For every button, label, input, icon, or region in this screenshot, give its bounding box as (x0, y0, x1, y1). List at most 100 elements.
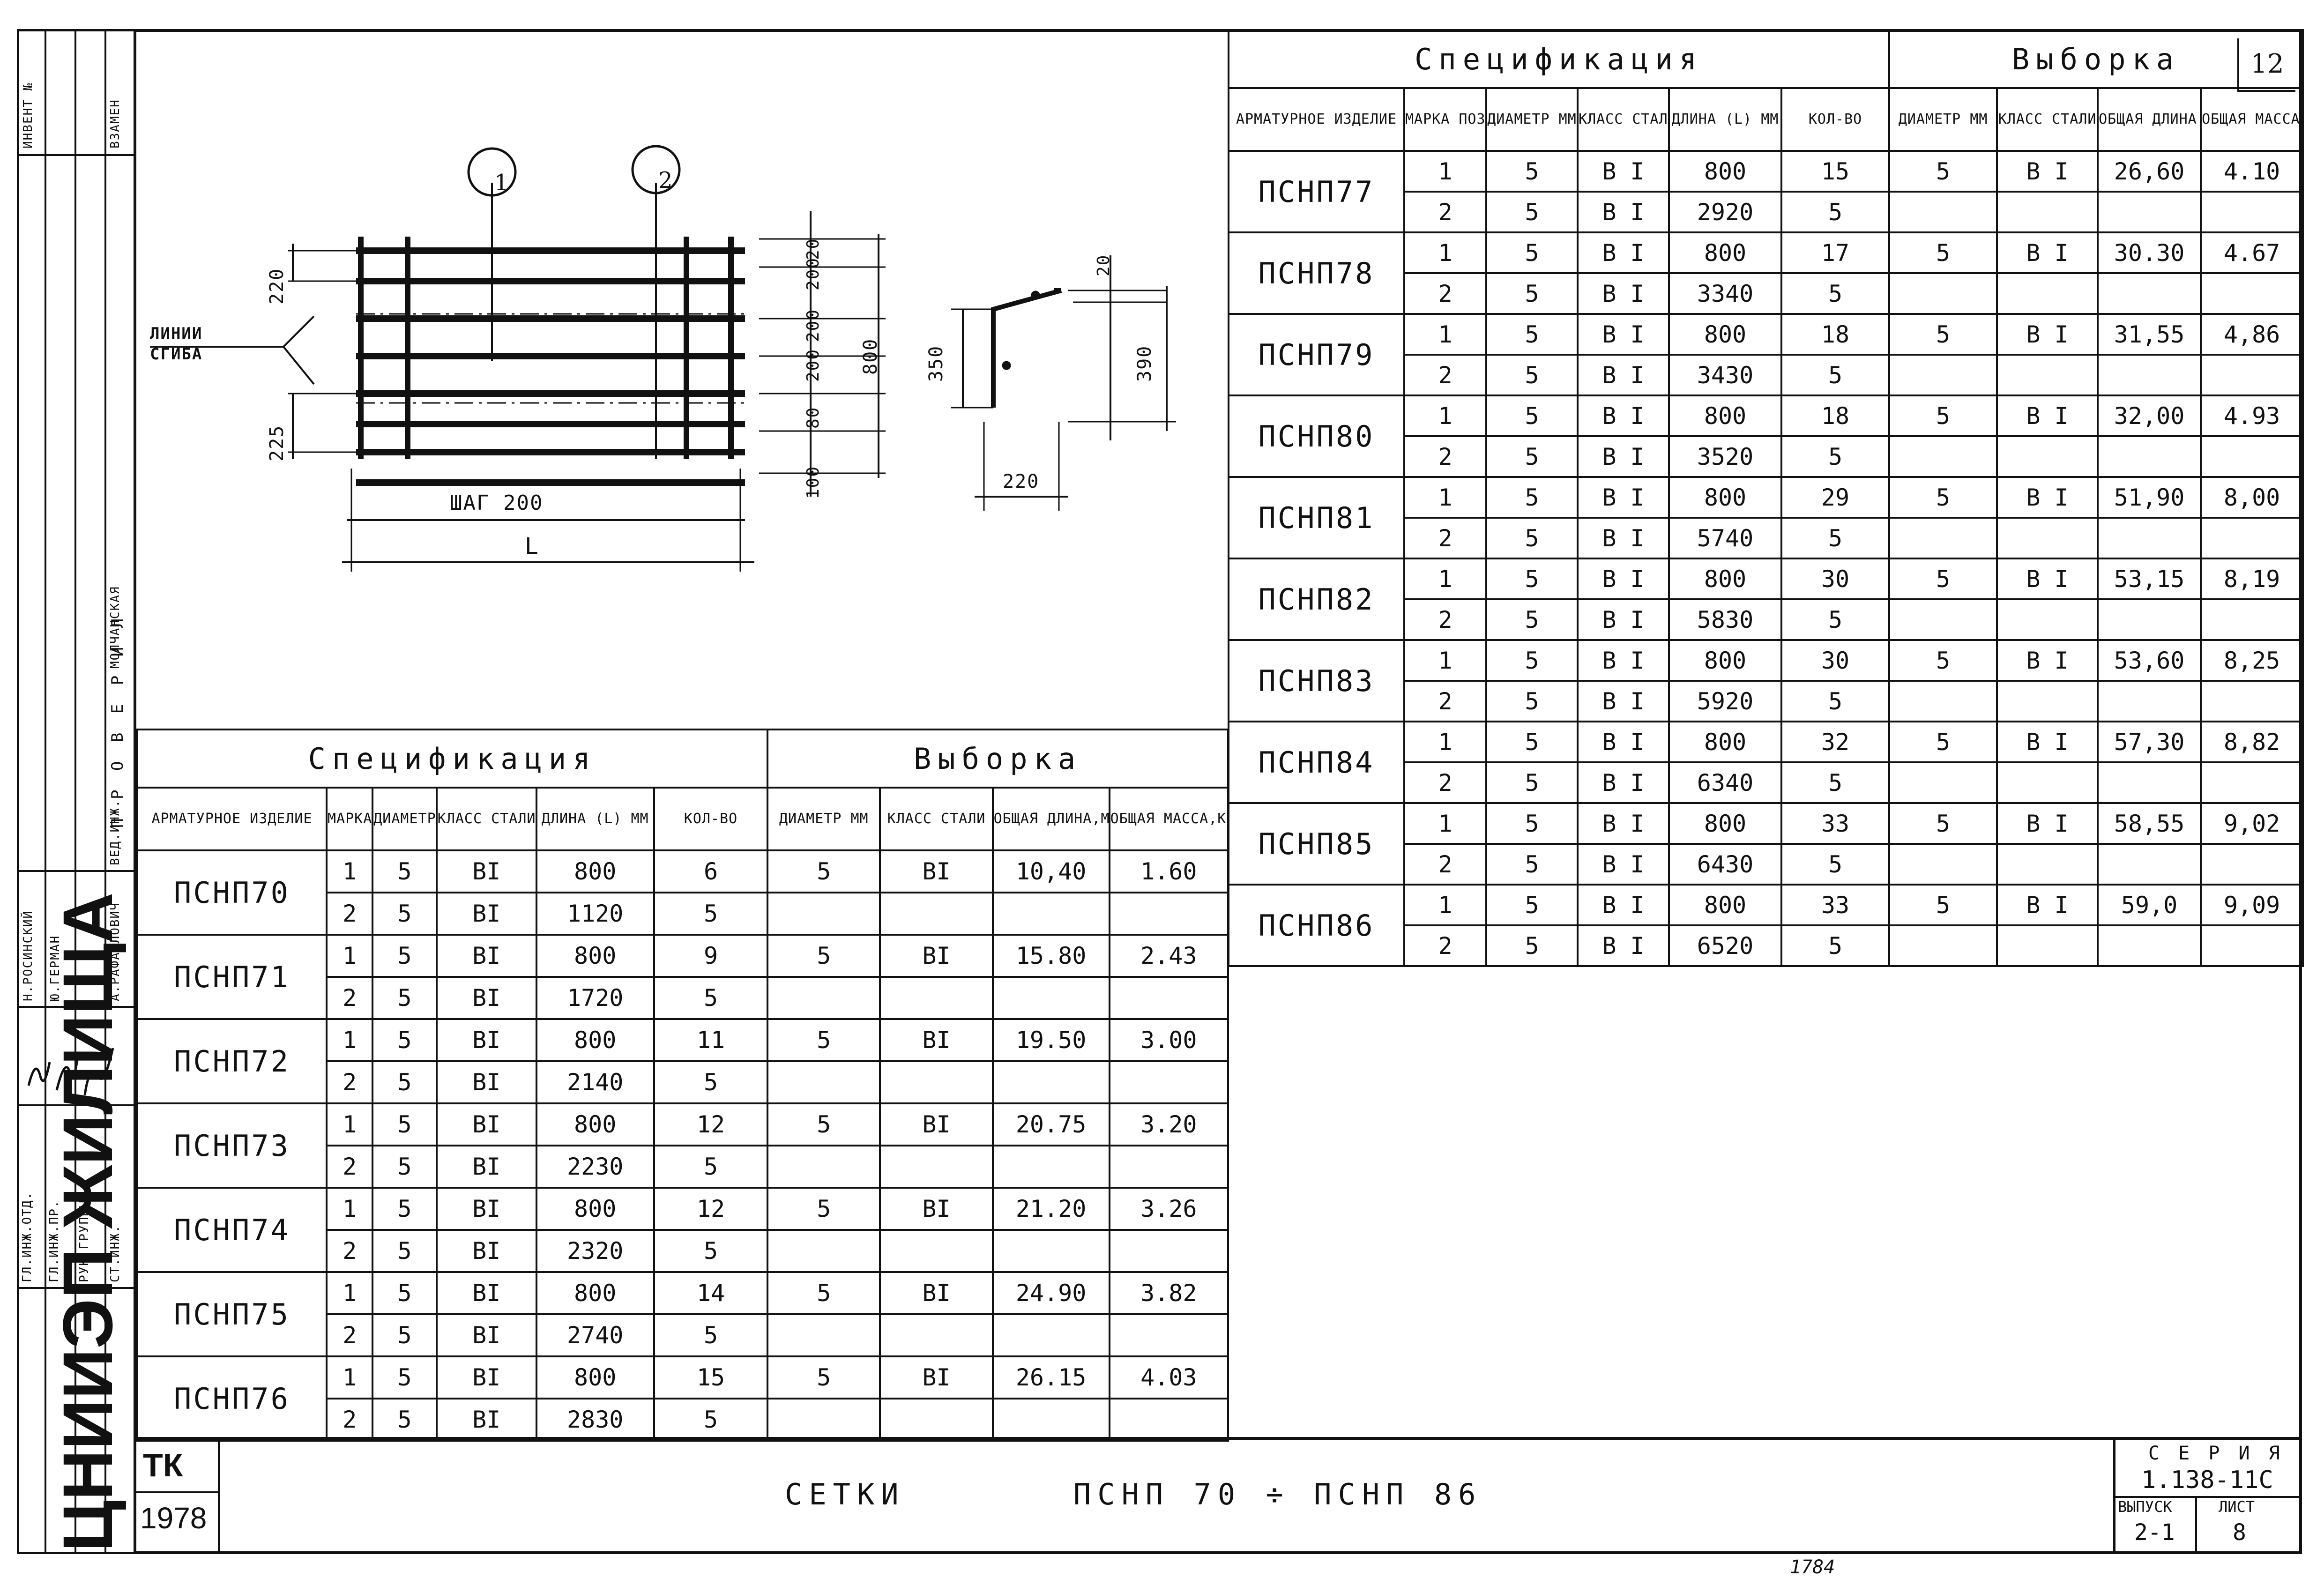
diameter-cell: 5 (372, 1271, 438, 1315)
mark-cell: 1 (325, 1102, 374, 1146)
empty-cell (767, 977, 881, 1020)
class-cell: ВI (435, 1060, 537, 1104)
product-cell: ПСНП77 (1228, 150, 1405, 233)
mark-cell: 2 (1403, 843, 1487, 886)
class-cell: В I (1577, 231, 1670, 274)
class-cell: В I (1577, 598, 1670, 641)
total-mass-cell: 1.60 (1108, 849, 1229, 893)
qty-cell: 18 (1780, 394, 1891, 437)
total-mass-cell: 8,19 (2200, 558, 2304, 600)
sel-diameter-cell: 5 (1888, 639, 1998, 682)
class-cell: ВI (435, 849, 537, 893)
length-cell: 800 (535, 1018, 655, 1062)
qty-cell: 5 (1780, 598, 1891, 641)
class-cell: ВI (435, 976, 537, 1020)
mark-cell: 1 (325, 1187, 374, 1231)
mark-cell: 1 (1403, 802, 1487, 845)
class-cell: ВI (435, 1018, 537, 1062)
qty-cell: 5 (653, 892, 769, 936)
mark-cell: 2 (325, 1398, 374, 1442)
diameter-cell: 5 (372, 892, 438, 936)
product-cell: ПСНП84 (1228, 721, 1405, 804)
mark-cell: 2 (1403, 517, 1487, 559)
col-total-len: ОБЩАЯ ДЛИНА,М (991, 787, 1110, 851)
total-mass-cell: 9,02 (2200, 802, 2304, 845)
empty-cell (991, 1230, 1110, 1273)
col-sel-class: КЛАСС СТАЛИ (1996, 87, 2099, 152)
total-length-cell: 57,30 (2097, 721, 2202, 763)
empty-cell (991, 1314, 1110, 1357)
class-cell: ВI (435, 1398, 537, 1442)
diameter-cell: 5 (372, 1187, 438, 1231)
empty-cell (1996, 925, 2099, 967)
diameter-cell: 5 (1485, 313, 1579, 356)
total-length-cell: 31,55 (2097, 313, 2202, 356)
empty-cell (991, 977, 1110, 1020)
sel-diameter-cell: 5 (1888, 476, 1998, 519)
length-cell: 800 (1668, 150, 1782, 193)
length-cell: 6340 (1668, 761, 1782, 804)
empty-cell (1888, 762, 1998, 804)
length-cell: 800 (1668, 721, 1782, 763)
footer-note: 1784 (1790, 1556, 1835, 1578)
product-cell: ПСНП86 (1228, 884, 1405, 967)
diameter-cell: 5 (1485, 843, 1579, 886)
empty-cell (1996, 681, 2099, 722)
class-cell: ВI (435, 934, 537, 978)
total-length-cell: 21.20 (991, 1187, 1110, 1231)
length-cell: 800 (1668, 394, 1782, 437)
left-stamp-strip: ИНВЕНТ № ВЗАМЕН П Р О В Е Р И Л ГЛ.ИНЖ.О… (17, 29, 136, 1554)
empty-cell (1996, 273, 2099, 315)
qty-cell: 5 (1780, 517, 1891, 559)
total-length-cell: 58,55 (2097, 802, 2202, 845)
signatures (27, 1048, 114, 1095)
sheet-label: ЛИСТ (2219, 1498, 2255, 1516)
stamp-tk: ТК (143, 1447, 183, 1483)
mesh-drawing (150, 145, 1176, 572)
empty-cell (1888, 436, 1998, 478)
empty-cell (1888, 518, 1998, 559)
mark-cell: 1 (1403, 394, 1487, 437)
diameter-cell: 5 (1485, 639, 1579, 682)
empty-cell (767, 1146, 881, 1189)
qty-cell: 33 (1780, 884, 1891, 926)
empty-cell (2097, 192, 2202, 233)
diameter-cell: 5 (1485, 558, 1579, 600)
total-length-cell: 24.90 (991, 1271, 1110, 1315)
class-cell: В I (1577, 517, 1670, 559)
diameter-cell: 5 (372, 1018, 438, 1062)
diameter-cell: 5 (1485, 598, 1579, 641)
product-cell: ПСНП73 (136, 1102, 328, 1189)
length-cell: 2320 (535, 1229, 655, 1273)
col-mark: МАРКА ПОЗ. (325, 787, 374, 851)
class-cell: В I (1577, 680, 1670, 722)
empty-cell (879, 1061, 994, 1104)
qty-cell: 5 (653, 1229, 769, 1273)
length-cell: 3340 (1668, 272, 1782, 315)
step-label: ШАГ 200 (450, 491, 544, 515)
qty-cell: 5 (1780, 191, 1891, 233)
mark-cell: 2 (1403, 598, 1487, 641)
qty-cell: 12 (653, 1102, 769, 1146)
total-mass-cell: 4.93 (2200, 394, 2304, 437)
class-cell: В I (1577, 476, 1670, 519)
empty-cell (1996, 518, 2099, 559)
mark-cell: 2 (1403, 354, 1487, 396)
length-cell: 800 (1668, 558, 1782, 600)
diameter-cell: 5 (1485, 435, 1579, 478)
empty-cell (991, 1146, 1110, 1189)
mark-cell: 2 (1403, 272, 1487, 315)
profile-dim-220: 220 (1003, 471, 1040, 492)
sel-diameter-cell: 5 (767, 1102, 881, 1146)
diameter-cell: 5 (1485, 924, 1579, 967)
length-cell: 2830 (535, 1398, 655, 1442)
col-class: КЛАСС СТАЛИ (435, 787, 537, 851)
sel-class-cell: ВI (879, 1187, 994, 1231)
empty-cell (2200, 681, 2304, 722)
